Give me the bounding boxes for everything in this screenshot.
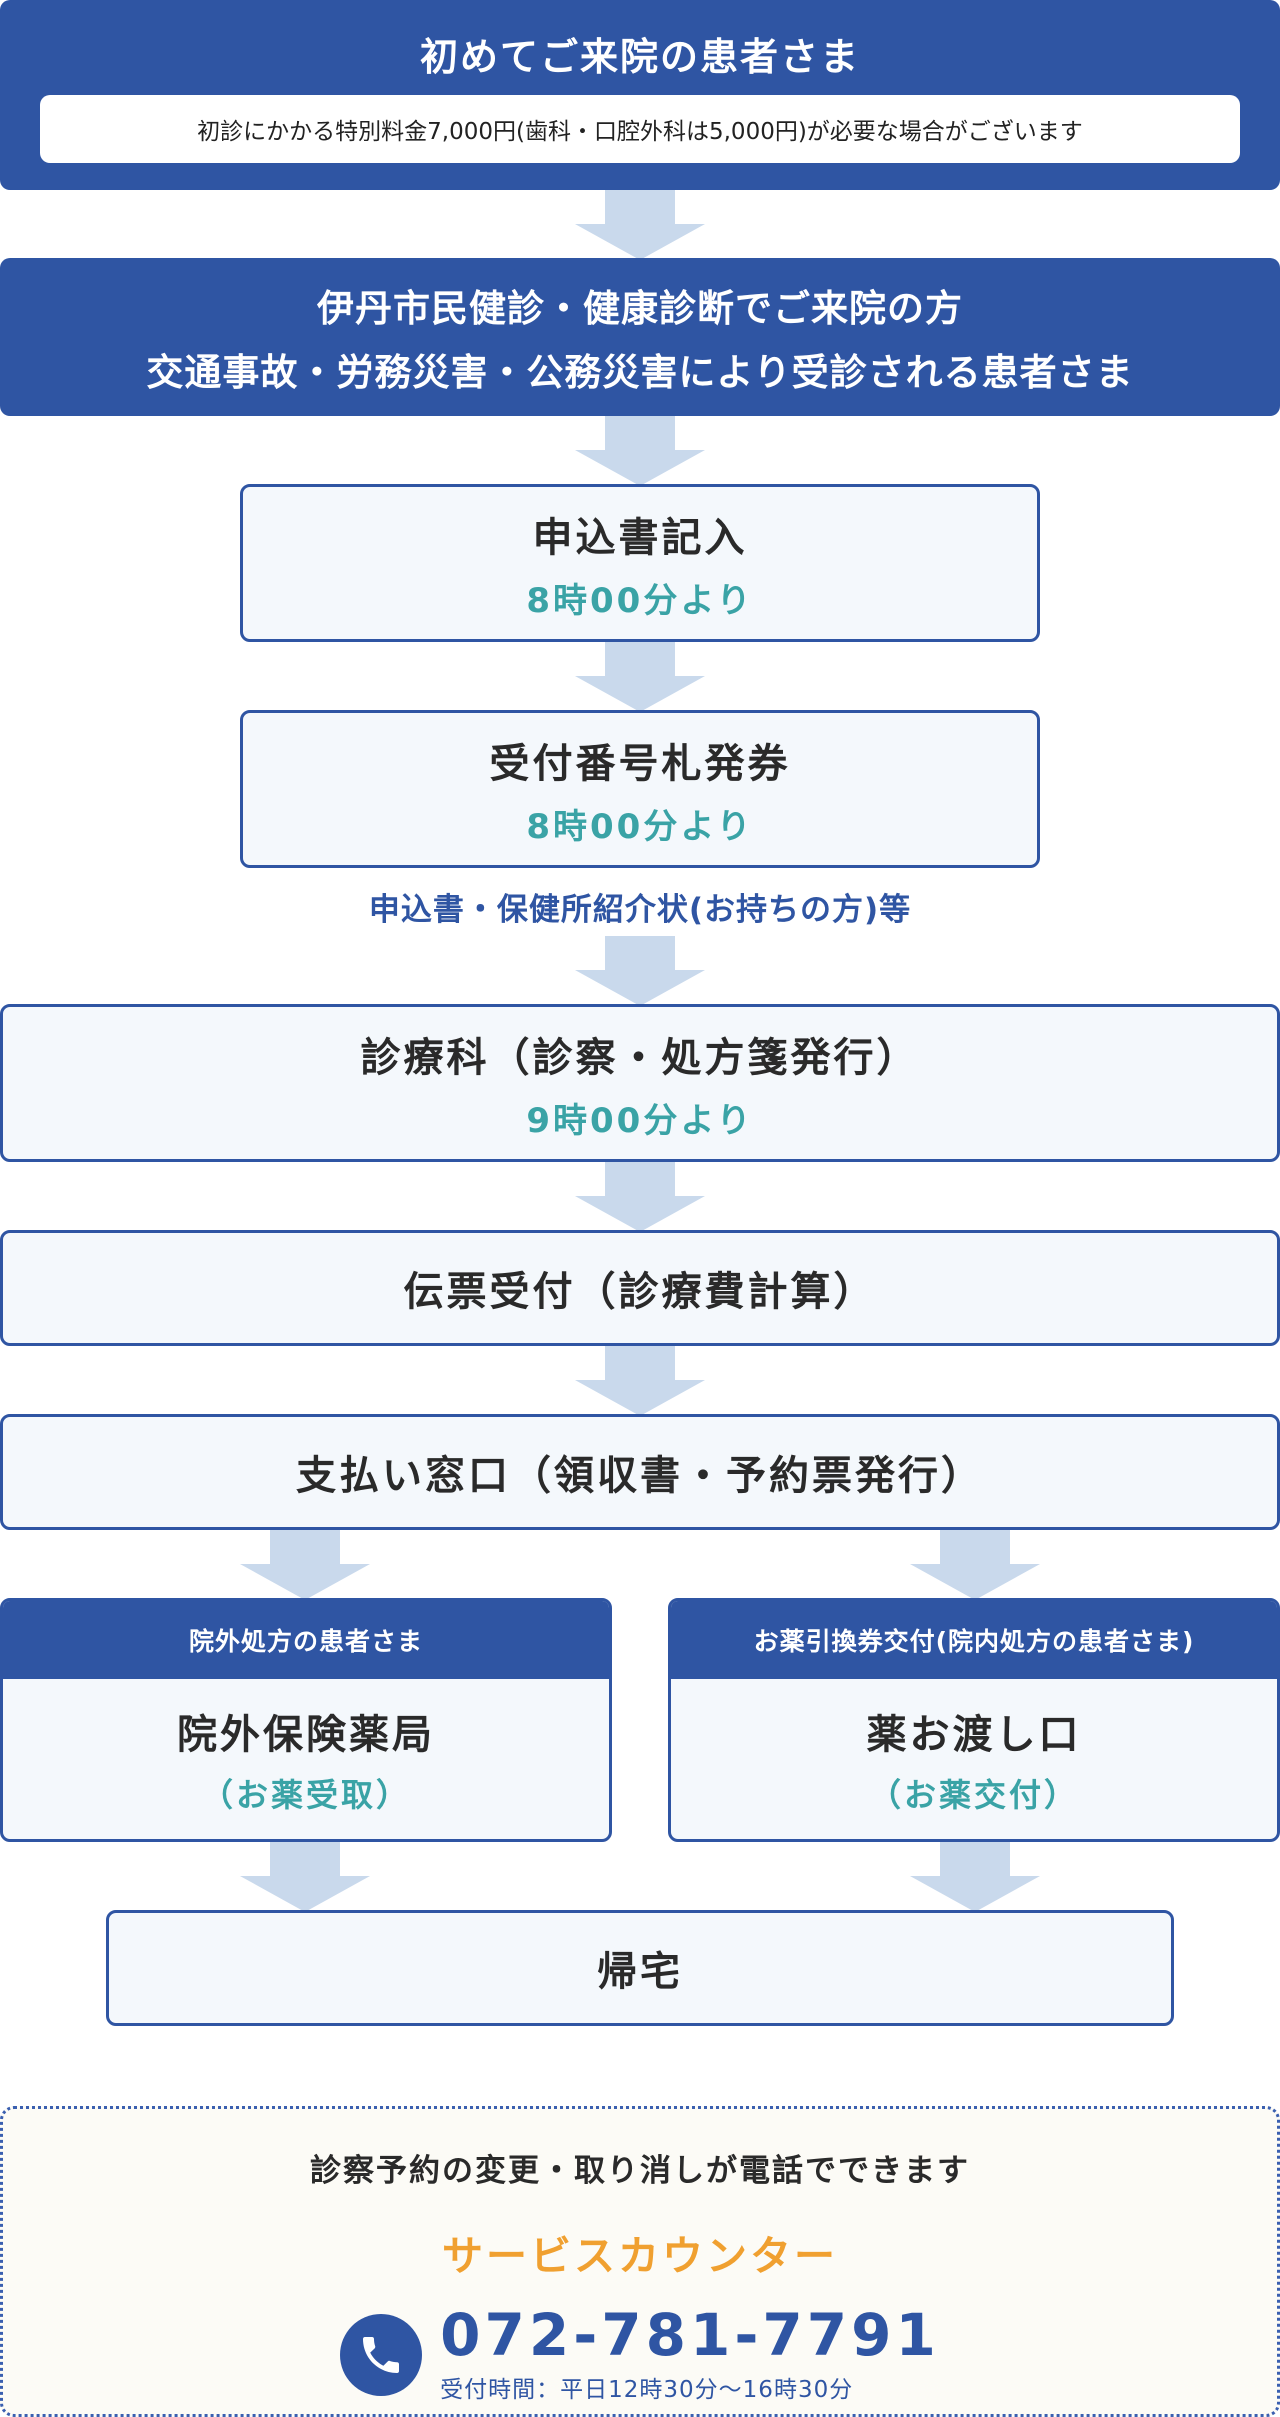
step-consultation-title: 診療科（診察・処方箋発行） <box>360 1034 920 1081</box>
service-name: サービスカウンター <box>442 2232 838 2280</box>
step-home-title: 帰宅 <box>597 1949 683 1995</box>
branch-outside-title: 院外保険薬局 <box>177 1712 435 1758</box>
branch-inside-header: お薬引換券交付(院内処方の患者さま) <box>671 1601 1277 1679</box>
step-application-time: 8時00分より <box>526 580 754 621</box>
step-home: 帰宅 <box>106 1910 1174 2026</box>
step-billing: 伝票受付（診療費計算） <box>0 1230 1280 1346</box>
step-payment: 支払い窓口（領収書・予約票発行） <box>0 1414 1280 1530</box>
arrow-down-icon <box>575 642 705 712</box>
arrow-down-icon <box>575 936 705 1006</box>
service-counter-box: 診察予約の変更・取り消しが電話でできます サービスカウンター 072-781-7… <box>0 2106 1280 2417</box>
step-ticket-title: 受付番号札発券 <box>489 740 791 787</box>
step-ticket-time: 8時00分より <box>526 806 754 847</box>
phone-icon <box>340 2314 423 2396</box>
ticket-note: 申込書・保健所紹介状(お持ちの方)等 <box>368 892 912 928</box>
service-lead: 診察予約の変更・取り消しが電話でできます <box>310 2153 970 2189</box>
branch-outside-header: 院外処方の患者さま <box>3 1601 609 1679</box>
branch-inside: お薬引換券交付(院内処方の患者さま) 薬お渡し口 （お薬交付） <box>668 1598 1280 1842</box>
first-visit-title: 初めてご来院の患者さま <box>419 35 860 79</box>
arrow-down-icon <box>910 1530 1040 1600</box>
branch-outside: 院外処方の患者さま 院外保険薬局 （お薬受取） <box>0 1598 612 1842</box>
checkup-block: 伊丹市民健診・健康診断でご来院の方 交通事故・労務災害・公務災害により受診される… <box>0 258 1280 416</box>
service-phone-number[interactable]: 072-781-7791 <box>440 2301 940 2369</box>
arrow-down-icon <box>575 416 705 486</box>
arrow-down-icon <box>240 1530 370 1600</box>
arrow-down-icon <box>240 1842 370 1912</box>
step-consultation: 診療科（診察・処方箋発行） 9時00分より <box>0 1004 1280 1162</box>
step-consultation-time: 9時00分より <box>526 1100 754 1141</box>
arrow-down-icon <box>575 1162 705 1232</box>
checkup-line-1: 伊丹市民健診・健康診断でご来院の方 <box>317 287 963 330</box>
step-payment-title: 支払い窓口（領収書・予約票発行） <box>296 1453 984 1499</box>
checkup-line-2: 交通事故・労務災害・公務災害により受診される患者さま <box>146 351 1134 394</box>
branch-inside-sub: （お薬交付） <box>868 1776 1079 1814</box>
arrow-down-icon <box>575 1346 705 1416</box>
service-hours: 受付時間：平日12時30分～16時30分 <box>440 2377 854 2403</box>
step-application: 申込書記入 8時00分より <box>240 484 1040 642</box>
step-application-title: 申込書記入 <box>532 514 748 561</box>
first-visit-block: 初めてご来院の患者さま 初診にかかる特別料金7,000円(歯科・口腔外科は5,0… <box>0 0 1280 190</box>
step-billing-title: 伝票受付（診療費計算） <box>403 1269 877 1315</box>
step-ticket: 受付番号札発券 8時00分より <box>240 710 1040 868</box>
arrow-down-icon <box>910 1842 1040 1912</box>
special-fee-notice: 初診にかかる特別料金7,000円(歯科・口腔外科は5,000円)が必要な場合がご… <box>40 95 1240 163</box>
service-phone-row: 072-781-7791 受付時間：平日12時30分～16時30分 <box>3 2306 1277 2404</box>
branch-outside-sub: （お薬受取） <box>200 1776 411 1814</box>
branch-inside-title: 薬お渡し口 <box>866 1712 1082 1758</box>
arrow-down-icon <box>575 190 705 260</box>
